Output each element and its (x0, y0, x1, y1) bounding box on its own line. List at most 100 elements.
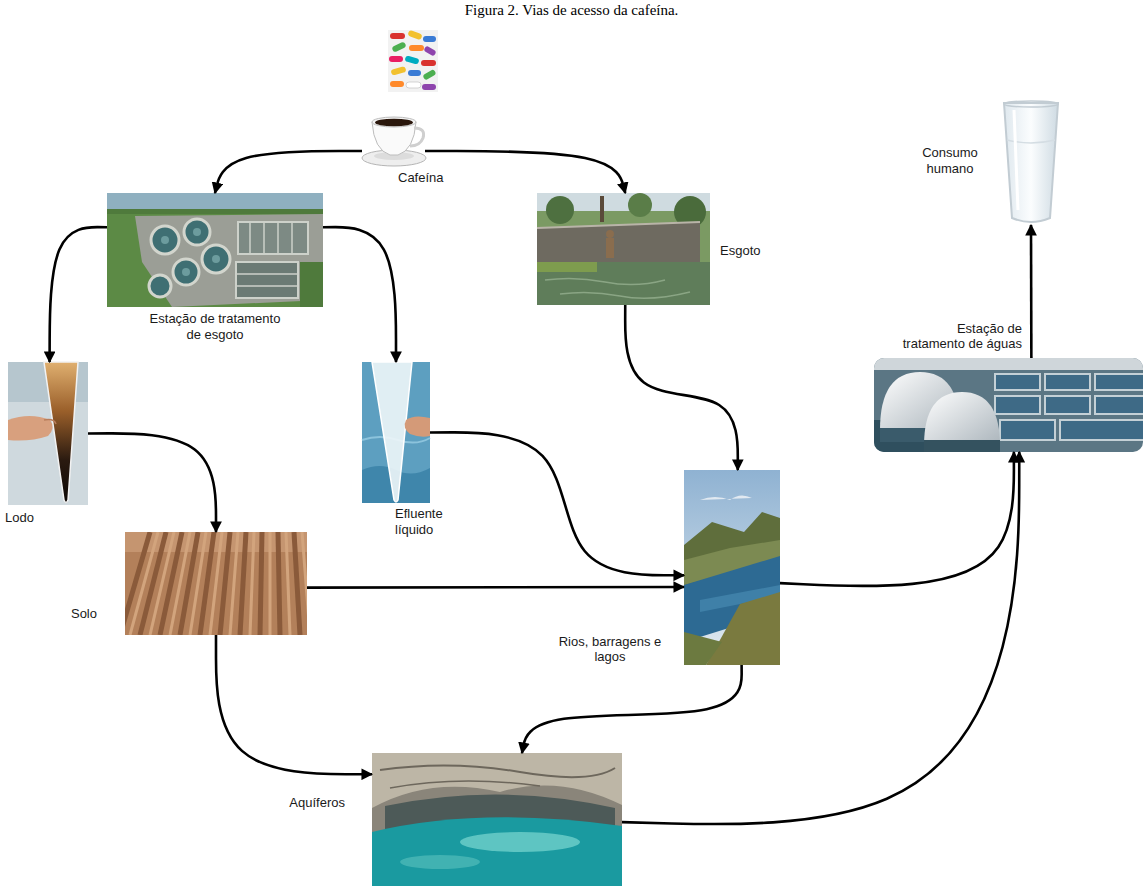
sewage-plant-photo (202, 245, 230, 273)
sewage-plant-photo (291, 222, 293, 254)
soil-photo (130, 532, 307, 635)
soil-photo (230, 532, 238, 635)
sewage-photo (606, 238, 614, 258)
aquifer-photo (390, 781, 540, 788)
photo-node: Estação de tratamento de águas (874, 358, 1143, 452)
figure-title: Figura 2. Vias de acesso da cafeína. (0, 2, 1143, 19)
flow-arrow (323, 227, 396, 362)
sludge-photo (8, 362, 88, 505)
flow-arrow (88, 433, 216, 532)
flow-arrow (307, 586, 684, 589)
water-plant-photo (1045, 374, 1090, 390)
sludge-photo (8, 362, 88, 505)
node-label: Rios, barragens e lagos (558, 634, 662, 665)
node-label: Efluente líquido (395, 506, 451, 537)
flow-arrow (625, 305, 738, 470)
photo-node: Efluente líquido (362, 362, 430, 503)
pills-photo (422, 84, 436, 90)
pills-photo (390, 66, 406, 76)
sewage-photo (546, 196, 574, 224)
pills-photo (423, 36, 436, 42)
aquifer-photo (380, 765, 615, 777)
node-label: Esgoto (720, 243, 760, 259)
sewage-photo (545, 278, 665, 284)
water-plant-photo (1095, 374, 1143, 390)
flow-arrow (215, 151, 362, 193)
sewage-photo (537, 193, 710, 305)
sewage-plant-photo (249, 222, 251, 254)
photo-node: Lodo (8, 362, 88, 505)
water-plant-photo (1095, 396, 1143, 414)
aquifer-photo (372, 753, 622, 886)
sewage-plant-photo (182, 268, 190, 276)
sewage-photo (606, 230, 614, 238)
coffee-cup (375, 119, 413, 127)
flow-arrow (216, 635, 372, 774)
aquifer-photo (372, 817, 622, 886)
river-photo (700, 495, 752, 500)
water-plant-photo (995, 396, 1040, 414)
water-plant-photo (1060, 420, 1143, 440)
sewage-plant-photo (236, 273, 298, 275)
effluent-photo (362, 362, 430, 503)
node-label: Estação de tratamento de esgoto (145, 311, 285, 342)
pills-photo (388, 30, 438, 92)
effluent-photo (405, 416, 430, 436)
photo-node: Cafeína (362, 100, 425, 168)
sewage-plant-photo (212, 255, 220, 263)
coffee-cup (372, 117, 416, 127)
pills-photo (404, 55, 419, 64)
pills-photo (391, 41, 406, 52)
node-label: Cafeína (398, 170, 444, 186)
effluent-photo (362, 362, 430, 503)
sewage-plant-photo (161, 236, 169, 244)
aquifer-photo (372, 753, 622, 886)
sewage-plant-photo (277, 222, 279, 254)
sewage-photo (537, 193, 710, 305)
soil-photo (269, 532, 272, 635)
sewage-plant-photo (236, 262, 298, 298)
soil-photo (170, 532, 190, 635)
pills-photo (408, 70, 421, 76)
water-plant-photo (924, 440, 1000, 452)
river-photo (684, 470, 780, 665)
pills-photo (421, 60, 436, 66)
sewage-plant-photo (173, 259, 199, 285)
effluent-photo (372, 362, 412, 502)
soil-photo (294, 532, 300, 635)
soil-photo (150, 532, 174, 635)
water-plant-photo (995, 374, 1143, 440)
photo-node: Consumo humano (1000, 100, 1062, 225)
photo-node: Aquíferos (372, 753, 622, 886)
node-label: Estação de tratamento de águas (897, 321, 1022, 352)
aquifer-photo (400, 855, 480, 869)
node-label: Solo (71, 606, 97, 622)
sewage-plant-photo (107, 193, 323, 211)
sewage-plant-photo (151, 226, 179, 254)
pills-photo (422, 69, 436, 81)
flow-arrow (430, 432, 684, 575)
river-photo (706, 592, 780, 665)
water-plant-photo (1000, 420, 1055, 440)
sewage-plant-photo (300, 262, 323, 307)
water-plant-photo (874, 358, 1143, 452)
flow-arrow (1030, 225, 1033, 358)
flow-arrow (522, 665, 742, 753)
photo-node: Rios, barragens e lagos (684, 470, 780, 665)
flow-arrow (780, 452, 1014, 586)
coffee-cup (410, 128, 424, 146)
photo-node: Esgoto (537, 193, 710, 305)
soil-photo (125, 532, 307, 635)
pills-photo (389, 56, 403, 62)
sewage-plant-photo (135, 214, 323, 307)
pills-photo (406, 82, 421, 88)
flow-arrow (622, 452, 1019, 824)
water-plant-photo (874, 358, 1143, 370)
photo-node: Estação de tratamento de esgoto (107, 193, 323, 307)
soil-photo (125, 532, 307, 635)
river-photo (684, 470, 780, 665)
sewage-plant-photo (184, 219, 210, 245)
sewage-photo (628, 193, 652, 217)
